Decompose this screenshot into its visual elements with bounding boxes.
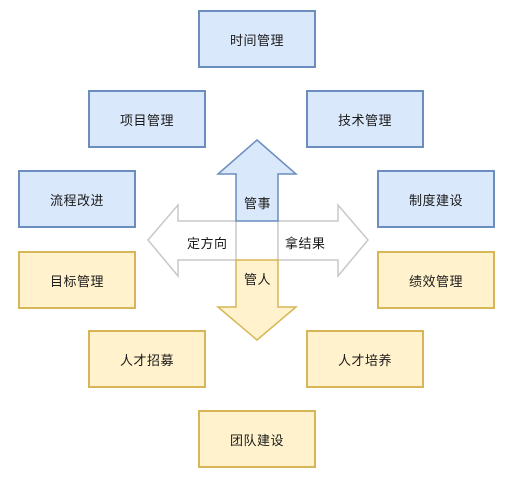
box-project-management: 项目管理	[88, 90, 206, 148]
left-arrow	[147, 202, 237, 279]
down-arrow-label: 管人	[244, 273, 272, 288]
box-team-building: 团队建设	[198, 410, 316, 468]
box-goal-management: 目标管理	[18, 251, 136, 309]
box-time-management: 时间管理	[198, 10, 316, 68]
up-arrow	[215, 139, 299, 222]
box-talent-recruitment: 人才招募	[88, 330, 206, 388]
box-performance-management: 绩效管理	[377, 251, 495, 309]
left-arrow-label: 定方向	[187, 237, 228, 252]
box-technical-management: 技术管理	[306, 90, 424, 148]
up-arrow-label: 管事	[244, 197, 272, 212]
right-arrow-label: 拿结果	[285, 237, 326, 252]
box-process-improvement: 流程改进	[18, 170, 136, 228]
down-arrow	[215, 259, 299, 341]
right-arrow	[277, 202, 369, 279]
box-talent-development: 人才培养	[306, 330, 424, 388]
box-system-building: 制度建设	[377, 170, 495, 228]
